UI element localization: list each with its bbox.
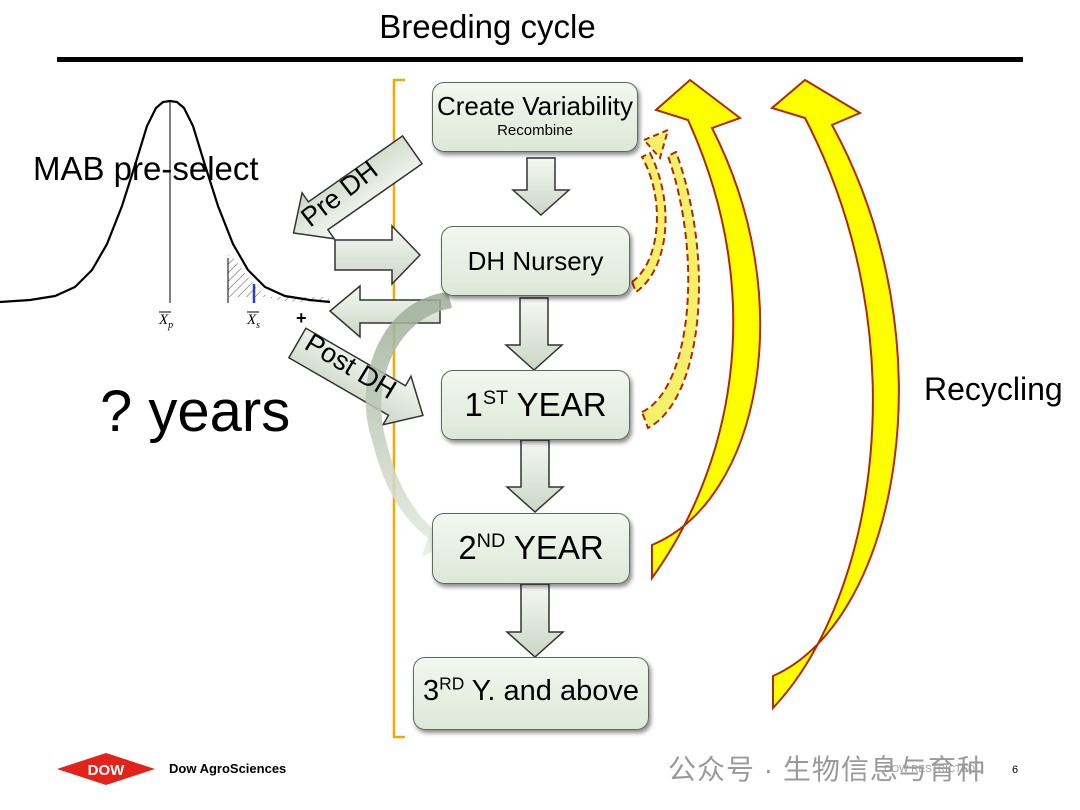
- stage-first-year: 1ST YEAR: [441, 370, 630, 440]
- mab-preselect-label: MAB pre-select: [33, 150, 259, 187]
- dow-logo-diamond: [57, 753, 155, 785]
- down-arrow-2: [504, 297, 564, 372]
- stage-dh-nursery: DH Nursery: [441, 226, 630, 296]
- pre-dh-arrow: [292, 134, 424, 240]
- xp-label: Xp: [159, 312, 174, 331]
- down-arrow-3: [505, 439, 565, 514]
- watermark: 公众号 · 生物信息与育种: [668, 754, 986, 785]
- title-rule: [57, 57, 1023, 62]
- recycle-arrow-third-year: [769, 78, 900, 711]
- normal-distribution-curve: [0, 99, 331, 313]
- stage-create-variability: Create Variability Recombine: [432, 82, 638, 152]
- from-dh-nursery-arrow: [328, 284, 441, 339]
- plus-marker: +: [296, 308, 307, 328]
- stage-third-year-and-above: 3RD Y. and above: [413, 657, 649, 730]
- dashed-recycle-arrow-first-year: [640, 150, 700, 430]
- bell-curve: [0, 99, 331, 304]
- dashed-recycle-arrow-dh: [630, 151, 667, 294]
- dow-logo: DOW: [57, 753, 155, 785]
- recycle-arrow-second-year: [651, 78, 762, 582]
- stage-second-year: 2ND YEAR: [432, 513, 630, 584]
- stage-down-arrows: [504, 157, 571, 659]
- down-arrow-1: [511, 157, 571, 217]
- down-arrow-4: [505, 583, 565, 659]
- company-name: Dow AgroSciences: [169, 761, 287, 776]
- to-dh-nursery-arrow: [334, 224, 422, 286]
- post-dh-arrow: [287, 327, 424, 426]
- dow-logo-badge: DOW: [88, 762, 126, 779]
- diagram-title: Breeding cycle: [379, 8, 596, 45]
- skip-to-second-year-arrow: [365, 292, 452, 556]
- xs-label: Xs: [247, 312, 261, 331]
- recycling-label: Recycling: [924, 371, 1063, 407]
- footer-restricted: DOW RESTRICTED: [884, 764, 976, 775]
- page-number: 6: [1012, 764, 1019, 776]
- years-label: ? years: [100, 379, 291, 444]
